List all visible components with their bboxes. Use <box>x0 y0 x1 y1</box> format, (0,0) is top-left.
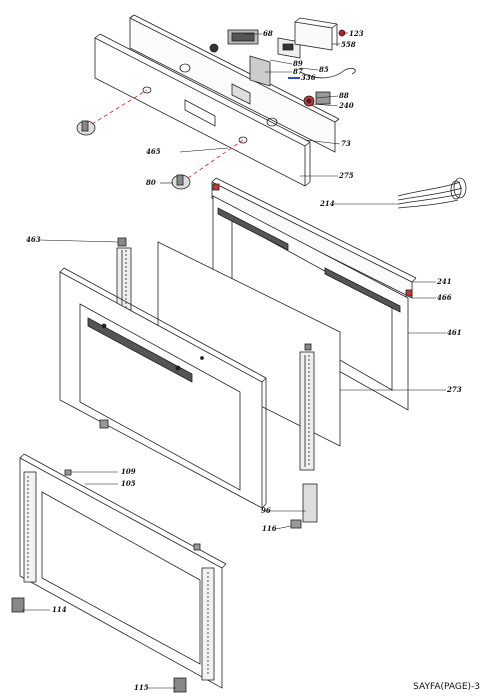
control-panel-front <box>94 33 311 187</box>
callout-73: 73 <box>341 139 351 148</box>
callout-466: 466 <box>437 293 452 302</box>
callout-465: 465 <box>146 147 161 156</box>
callout-labels: 68 123 558 89 87 85 336 88 240 73 465 27… <box>26 29 462 692</box>
middle-glass-sheet <box>157 241 341 447</box>
callout-109: 109 <box>121 467 136 476</box>
callout-336: 336 <box>301 73 316 82</box>
cable-harness <box>397 177 467 209</box>
hinge-right <box>290 483 318 529</box>
hinge-support-left <box>116 237 132 311</box>
callout-241: 241 <box>436 277 452 286</box>
callout-85: 85 <box>319 65 329 74</box>
timer-module <box>209 29 259 53</box>
hinge-support-right <box>299 343 315 471</box>
callout-463: 463 <box>26 235 41 244</box>
callout-68: 68 <box>263 29 273 38</box>
callout-116: 116 <box>262 524 277 533</box>
callout-87: 87 <box>293 67 303 76</box>
knob-left <box>76 120 96 136</box>
callout-558: 558 <box>341 40 356 49</box>
fan-switch <box>303 91 331 107</box>
callout-275: 275 <box>338 171 354 180</box>
callout-240: 240 <box>338 101 354 110</box>
display-bracket <box>249 37 301 87</box>
knob-axis-lines <box>91 89 244 179</box>
callout-123: 123 <box>349 29 364 38</box>
callout-80: 80 <box>146 178 156 187</box>
hinge-bracket-left <box>11 597 25 613</box>
callout-273: 273 <box>446 385 462 394</box>
leader-lines <box>22 32 446 689</box>
callout-105: 105 <box>121 479 136 488</box>
callout-214: 214 <box>319 199 335 208</box>
callout-115: 115 <box>134 683 149 692</box>
door-frame-bottom <box>19 453 227 689</box>
callout-96: 96 <box>261 506 271 515</box>
callout-461: 461 <box>447 328 462 337</box>
callout-114: 114 <box>52 605 67 614</box>
door-outer-glass <box>59 267 267 509</box>
page-footer: SAYFA(PAGE)-3 <box>413 682 480 692</box>
callout-88: 88 <box>339 91 349 100</box>
electronic-box <box>294 17 346 51</box>
callout-89: 89 <box>293 59 303 68</box>
hinge-bracket-bottom <box>173 677 187 693</box>
wire-harness-small <box>299 67 356 79</box>
knob-right <box>171 174 191 190</box>
